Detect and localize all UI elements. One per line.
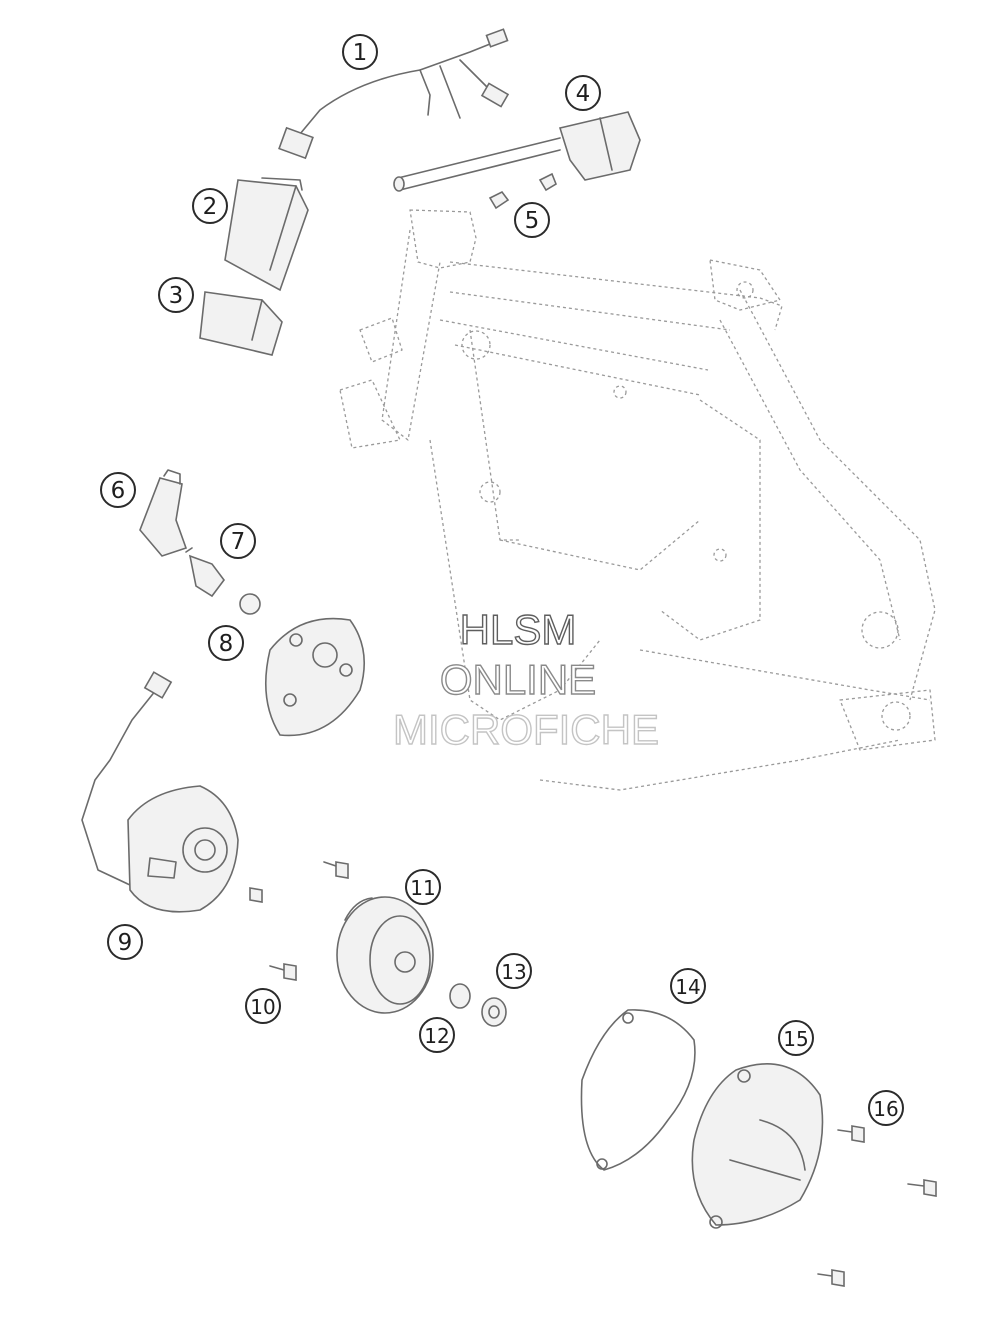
callout-13-label: 13: [501, 960, 526, 984]
callout-16: 16: [868, 1090, 904, 1126]
callout-5: 5: [514, 202, 550, 238]
screws-part-16: [817, 1125, 937, 1287]
callout-4-label: 4: [576, 81, 591, 107]
callout-13: 13: [496, 953, 532, 989]
watermark: HLSM ONLINE MICROFICHE: [392, 605, 659, 753]
spark-plug-connector-part: [139, 469, 188, 557]
flywheel-part: [323, 861, 434, 1014]
callout-9: 9: [107, 924, 143, 960]
starter-motor-part: [393, 111, 641, 192]
callout-14-label: 14: [675, 975, 700, 999]
callout-11-label: 11: [410, 876, 435, 900]
callout-6: 6: [100, 472, 136, 508]
screw-part-10: [269, 963, 297, 981]
gasket-part: [580, 1009, 696, 1171]
screws-part-5: [488, 172, 557, 210]
watermark-line-3: MICROFICHE: [393, 706, 659, 753]
wiring-harness-part: [278, 28, 510, 160]
callout-10-label: 10: [250, 995, 275, 1019]
ignition-cover-part-15: [691, 1063, 824, 1229]
callout-12-label: 12: [424, 1024, 449, 1048]
spark-plug-part: [185, 547, 225, 598]
callout-7: 7: [220, 523, 256, 559]
callout-15-label: 15: [783, 1027, 808, 1051]
rubber-sleeve-part: [199, 291, 283, 356]
callout-2-label: 2: [203, 194, 218, 220]
callout-6-label: 6: [111, 478, 126, 504]
motorcycle-frame: [339, 209, 936, 791]
washer-part-12: [449, 983, 471, 1009]
callout-3-label: 3: [169, 283, 184, 309]
callout-16-label: 16: [873, 1097, 898, 1121]
watermark-line-1: HLSM: [460, 606, 577, 653]
callout-10: 10: [245, 988, 281, 1024]
callout-4: 4: [565, 75, 601, 111]
callout-1: 1: [342, 34, 378, 70]
callout-7-label: 7: [231, 529, 246, 555]
nut-part-13: [481, 997, 507, 1027]
callout-12: 12: [419, 1017, 455, 1053]
stator-part: [81, 671, 263, 913]
callout-11: 11: [405, 869, 441, 905]
callout-2: 2: [192, 188, 228, 224]
washer-part: [239, 593, 261, 615]
callout-8: 8: [208, 625, 244, 661]
control-unit-part: [224, 177, 309, 292]
callout-1-label: 1: [353, 40, 368, 66]
callout-15: 15: [778, 1020, 814, 1056]
callout-14: 14: [670, 968, 706, 1004]
watermark-line-2: ONLINE: [440, 656, 596, 703]
ignition-cover-part: [265, 617, 366, 737]
callout-9-label: 9: [118, 930, 133, 956]
callout-3: 3: [158, 277, 194, 313]
callout-5-label: 5: [525, 208, 540, 234]
callout-8-label: 8: [219, 631, 234, 657]
